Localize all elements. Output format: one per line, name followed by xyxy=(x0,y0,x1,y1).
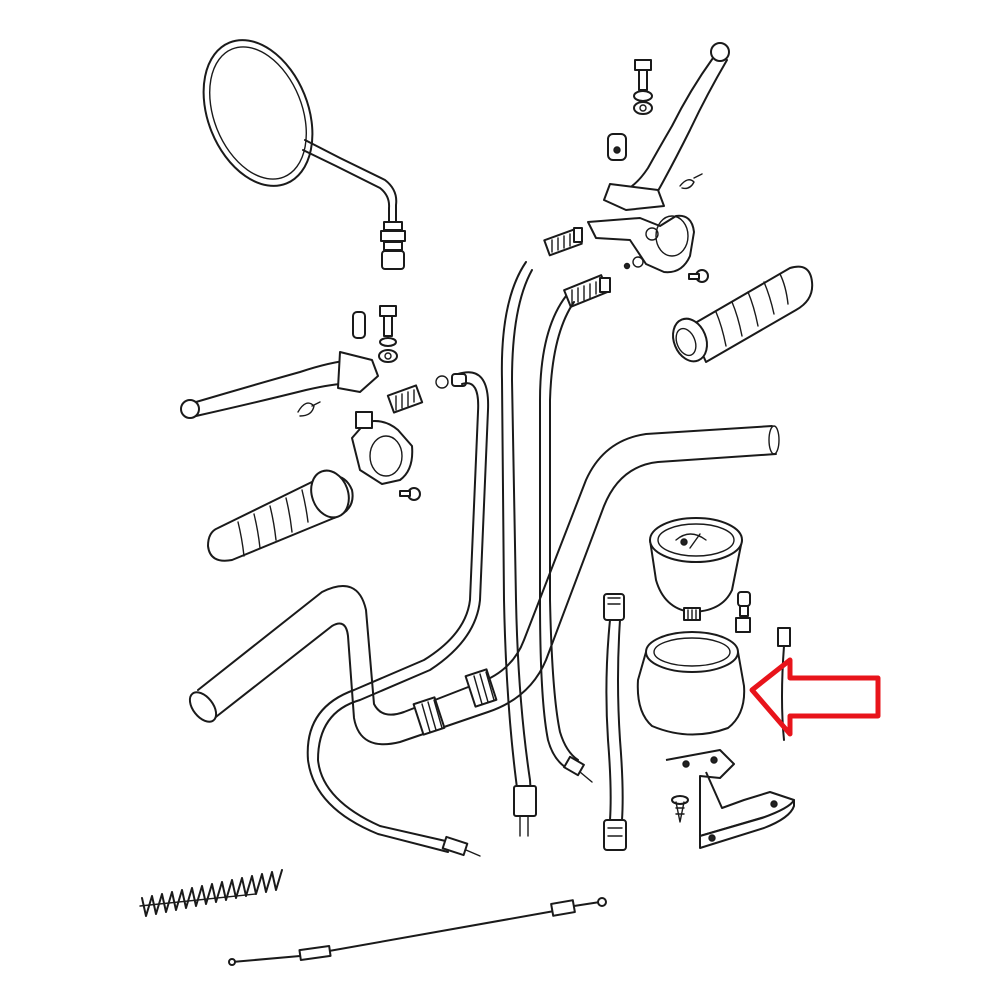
brake-cable xyxy=(539,295,593,783)
right-throttle-grip xyxy=(672,265,814,363)
left-handlebar-grip xyxy=(207,469,354,562)
clutch-cable xyxy=(306,371,490,857)
speedometer-cup-housing xyxy=(636,631,746,736)
speedometer-gauge xyxy=(649,517,743,621)
throttle-cable xyxy=(500,261,537,837)
return-spring xyxy=(139,869,283,917)
lever-bracket-right xyxy=(587,214,695,274)
throttle-adjuster xyxy=(563,274,611,308)
rear-view-mirror xyxy=(202,39,406,270)
adjuster-screw-right xyxy=(543,227,583,257)
clutch-adjuster-left xyxy=(386,373,467,414)
lever-pivot-bolt-right xyxy=(607,59,653,161)
speedometer-mount-bracket xyxy=(665,749,795,849)
clutch-lever-left xyxy=(180,351,379,419)
inner-control-cable xyxy=(228,897,607,966)
lever-bracket-left xyxy=(351,411,421,501)
lever-pivot-bolt-left xyxy=(352,305,398,363)
highlight-arrow xyxy=(749,657,881,737)
front-brake-lever xyxy=(603,42,730,211)
gauge-wire xyxy=(777,627,791,741)
small-screw-right xyxy=(688,269,709,283)
mount-screw xyxy=(671,795,689,823)
gauge-bulb xyxy=(735,591,751,633)
handlebar xyxy=(188,425,780,746)
speedometer-cable xyxy=(603,593,627,851)
